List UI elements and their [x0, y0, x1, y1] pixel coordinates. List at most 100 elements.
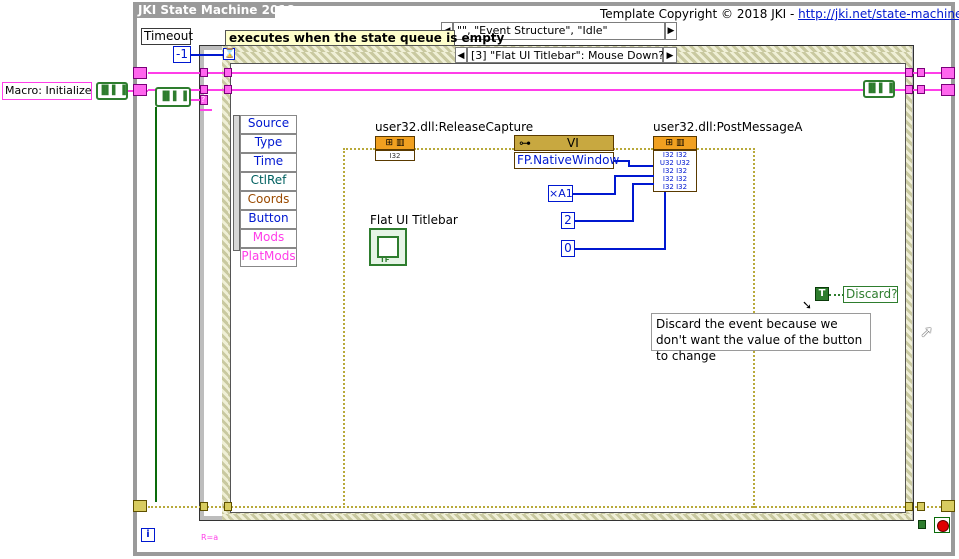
template-copyright: Template Copyright © 2018 JKI - http://j… [600, 7, 959, 21]
macro-constant-icon: ▐▌▌▐ [96, 82, 128, 100]
subvi-wire-a [191, 99, 203, 101]
outer-selector-next-button[interactable]: ▶ [665, 22, 677, 40]
flat-ui-titlebar-label: Flat UI Titlebar [370, 213, 458, 227]
inner-event-selector[interactable]: [3] "Flat UI Titlebar": Mouse Down? [467, 47, 664, 63]
event-wire-top [148, 72, 944, 74]
flat-ui-titlebar-terminal[interactable]: TF [369, 228, 407, 266]
stop-condition-terminal[interactable] [934, 517, 950, 533]
discard-terminal[interactable]: Discard? [843, 286, 898, 303]
event-data-ctlref[interactable]: CtlRef [240, 172, 297, 191]
timeout-label: Timeout [141, 28, 193, 45]
loop-iteration-terminal: R=a [201, 533, 219, 542]
discard-true-constant[interactable]: T [815, 287, 829, 301]
event-structure-interior [230, 63, 906, 513]
left-shift-register-second[interactable] [133, 84, 147, 96]
case-error-tunnel-left [200, 502, 208, 511]
tf-badge: TF [380, 256, 390, 264]
outer-case-selector[interactable]: "", "Event Structure", "Idle" [453, 22, 665, 40]
event-data-source[interactable]: Source [240, 115, 297, 134]
param-row-hwnd: U32 U32 [659, 159, 691, 167]
event-error-tunnel-left [224, 502, 232, 511]
property-node-class: VI [567, 136, 579, 150]
subvi-error-wire [155, 107, 157, 502]
event-wire-second [148, 89, 944, 91]
event-tunnel-right-top [917, 68, 925, 77]
stop-icon [937, 520, 949, 532]
subvi-wire-b [200, 109, 212, 111]
wire-a1-h2 [614, 175, 654, 177]
error-wire-release-to-vi [414, 148, 514, 150]
timeout-wire [191, 54, 225, 56]
error-wire-post-out [697, 148, 755, 150]
wire-two-h2 [632, 183, 654, 185]
case-tunnel-left-top [200, 68, 208, 77]
wire-two-h [575, 220, 633, 222]
event-tunnel-left-second [224, 85, 232, 94]
error-wire-vi-to-post [613, 148, 653, 150]
while-loop-title: JKI State Machine 2018 [135, 2, 295, 18]
right-shift-register-second[interactable] [941, 84, 955, 96]
event-data-platmods[interactable]: PlatMods [240, 248, 297, 267]
boolean-control-icon [377, 236, 399, 258]
error-wire-bottom [148, 506, 944, 508]
copyright-text: Template Copyright © 2018 JKI - [600, 7, 799, 21]
event-case-header: executes when the state queue is empty [225, 30, 504, 46]
wire-zero-v [664, 192, 666, 250]
discard-comment: Discard the event because we don't want … [651, 313, 871, 363]
case-tunnel-right-top [905, 68, 913, 77]
nativewindow-wire-v [628, 160, 630, 167]
error-indicator[interactable]: i [141, 528, 155, 542]
event-data-coords[interactable]: Coords [240, 191, 297, 210]
error-wire-left-inner [343, 148, 345, 508]
event-data-time[interactable]: Time [240, 153, 297, 172]
right-shift-register-top[interactable] [941, 67, 955, 79]
post-message-node[interactable]: ⊞ ▥ [653, 136, 697, 150]
nativewindow-wire-h2 [628, 165, 654, 167]
mouse-cursor-icon: ➚ [920, 322, 934, 341]
release-capture-return: I32 [375, 150, 415, 161]
vi-property-node-header[interactable]: ⊶ VI [514, 135, 614, 151]
constant-zero[interactable]: 0 [561, 240, 575, 257]
right-state-subvi[interactable]: ▐▌▌▐ [863, 80, 895, 98]
nativewindow-wire-h [614, 160, 629, 162]
left-shift-register-top[interactable] [133, 67, 147, 79]
event-data-mods[interactable]: Mods [240, 229, 297, 248]
wire-a1-v [614, 175, 616, 195]
case-tunnel-right-second [905, 85, 913, 94]
param-row-msg: I32 I32 [662, 167, 688, 175]
wire-a1-h [573, 193, 615, 195]
param-row-wparam: I32 I32 [662, 175, 688, 183]
event-tunnel-left-top [224, 68, 232, 77]
copyright-link[interactable]: http://jki.net/state-machine [798, 7, 959, 21]
macro-initialize-label: Macro: Initialize [2, 82, 92, 100]
right-error-shift-register[interactable] [941, 500, 955, 512]
discard-wire [829, 294, 844, 296]
wire-zero-h [575, 248, 665, 250]
event-data-button[interactable]: Button [240, 210, 297, 229]
discard-arrow: ➘ [802, 298, 813, 312]
case-tunnel-left-second [200, 85, 208, 94]
left-error-shift-register[interactable] [133, 500, 147, 512]
release-capture-label: user32.dll:ReleaseCapture [375, 120, 534, 134]
while-loop-frame [133, 2, 955, 556]
event-data-node [233, 115, 240, 251]
timeout-terminal-icon: ⌛ [223, 48, 236, 60]
constant-two[interactable]: 2 [561, 212, 575, 229]
inner-selector-next-button[interactable]: ▶ [663, 47, 677, 63]
event-tunnel-right-second [917, 85, 925, 94]
constant-hex-a1[interactable]: ×A1 [548, 185, 573, 202]
event-data-type[interactable]: Type [240, 134, 297, 153]
timeout-constant[interactable]: -1 [173, 46, 191, 63]
parse-state-queue-subvi[interactable]: ▐▌▌▐ [155, 87, 191, 107]
param-row-return: I32 I32 [662, 151, 688, 159]
event-data-list: Source Type Time CtlRef Coords Button Mo… [240, 115, 297, 267]
post-message-params: I32 I32 U32 U32 I32 I32 I32 I32 I32 I32 [653, 150, 697, 192]
inner-selector-prev-button[interactable]: ◀ [455, 47, 467, 63]
post-message-label: user32.dll:PostMessageA [653, 120, 803, 134]
event-error-tunnel-right [917, 502, 925, 511]
wire-two-v [632, 183, 634, 222]
release-capture-node[interactable]: ⊞ ▥ [375, 136, 415, 150]
error-wire-top-left [343, 148, 375, 150]
param-row-lparam: I32 I32 [662, 183, 688, 191]
vi-property-fp-nativewindow[interactable]: FP.NativeWindow [514, 152, 619, 169]
